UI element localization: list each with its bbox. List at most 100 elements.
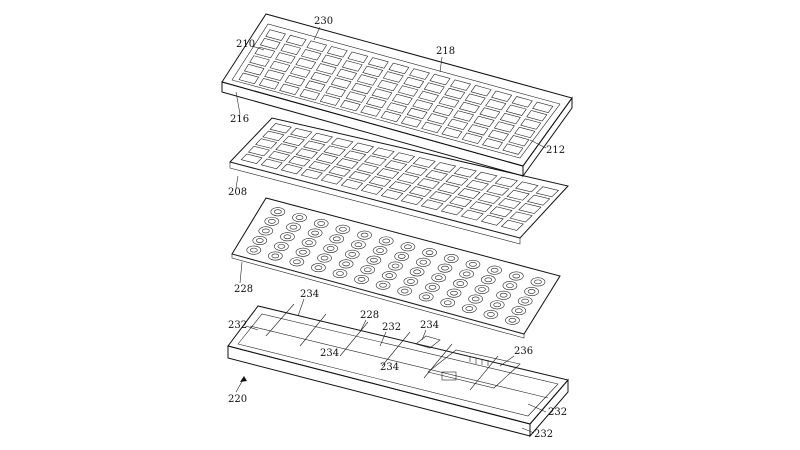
keycap <box>340 179 364 190</box>
frame-cell <box>491 90 513 102</box>
dome <box>280 232 295 242</box>
base-tray <box>227 303 569 438</box>
dome <box>418 292 434 302</box>
dome-center <box>391 263 400 269</box>
frame-web-grid <box>238 29 554 155</box>
frame-cell <box>238 72 260 85</box>
frame-cell <box>400 116 422 128</box>
dome-center <box>434 275 443 280</box>
dome-center <box>363 267 372 273</box>
keycap <box>498 198 522 209</box>
frame-cell <box>299 89 321 101</box>
keycap <box>360 184 384 195</box>
keycap <box>449 196 473 208</box>
frame-cell <box>264 69 285 81</box>
frame-cell <box>447 118 469 130</box>
keycap <box>323 145 346 156</box>
dome-center <box>422 294 431 300</box>
dome <box>394 251 410 261</box>
dome-center <box>478 287 486 292</box>
keycap <box>408 186 432 197</box>
frame-cell <box>505 104 527 116</box>
keycap <box>288 156 311 167</box>
keycap <box>348 171 371 182</box>
dome <box>332 269 348 279</box>
keycap <box>336 158 359 169</box>
dome <box>366 255 382 265</box>
frame-cell <box>319 94 341 106</box>
frame-cell <box>493 121 515 133</box>
dome <box>403 276 419 286</box>
frame-cell <box>461 132 483 144</box>
dome-center <box>283 234 292 240</box>
frame-cell <box>280 43 302 56</box>
circuit-board <box>427 349 521 389</box>
label-234-right: 234 <box>420 320 439 331</box>
keycap <box>247 145 270 157</box>
dome <box>372 246 388 256</box>
dome-center <box>487 312 495 317</box>
keycap <box>500 219 524 231</box>
keycap <box>280 163 303 175</box>
dome-center <box>441 265 449 271</box>
frame-cell <box>249 55 270 67</box>
dome <box>508 271 524 281</box>
keycap <box>320 173 344 185</box>
dome <box>440 298 456 308</box>
dome <box>268 251 283 261</box>
frame-cell <box>265 29 286 41</box>
frame-cell <box>499 112 521 125</box>
frame-cell <box>304 80 326 92</box>
keycap <box>282 135 305 146</box>
keycap <box>303 140 326 151</box>
dome-center <box>360 232 369 238</box>
dome <box>274 241 289 251</box>
frame-cell <box>254 46 276 59</box>
dome-center <box>428 284 437 290</box>
dome <box>378 236 394 246</box>
frame-cell <box>310 71 332 84</box>
frame-cell <box>259 38 281 50</box>
frame-cell <box>458 101 480 114</box>
label-228-base: 228 <box>360 310 379 321</box>
dome <box>431 273 447 283</box>
dome <box>502 281 518 291</box>
frame-cell <box>356 74 378 86</box>
dome <box>422 248 437 258</box>
frame-cell <box>284 74 306 87</box>
dome-center <box>490 267 499 273</box>
keycap <box>295 148 318 159</box>
frame-cell <box>315 63 337 75</box>
frame-cell <box>321 54 343 67</box>
keycap <box>371 147 395 158</box>
dome-center <box>332 236 341 242</box>
keycap-layer <box>229 117 569 245</box>
dome <box>258 226 274 236</box>
label-218: 218 <box>436 46 455 57</box>
dome-center <box>407 279 415 284</box>
frame-cell <box>444 87 466 100</box>
keycap <box>392 152 416 163</box>
frame-cell <box>467 124 489 136</box>
dome <box>354 274 369 284</box>
label-228-membrane: 228 <box>234 284 253 295</box>
frame-cell <box>306 40 328 52</box>
keycap <box>300 168 323 180</box>
dome <box>292 213 307 223</box>
label-230: 230 <box>314 16 333 27</box>
dome-center <box>317 221 325 226</box>
keycap <box>460 209 484 221</box>
keycap <box>328 166 351 177</box>
keycap <box>480 214 504 226</box>
frame-cell <box>325 85 346 98</box>
dome-membrane <box>231 197 561 339</box>
dome <box>270 207 286 217</box>
keycap-grid <box>240 123 560 231</box>
keycap <box>518 203 542 214</box>
frame-cell <box>243 64 265 76</box>
frame-cell <box>295 57 317 70</box>
frame-cell <box>269 60 291 73</box>
frame-cell <box>391 93 413 106</box>
keycap <box>380 189 404 200</box>
